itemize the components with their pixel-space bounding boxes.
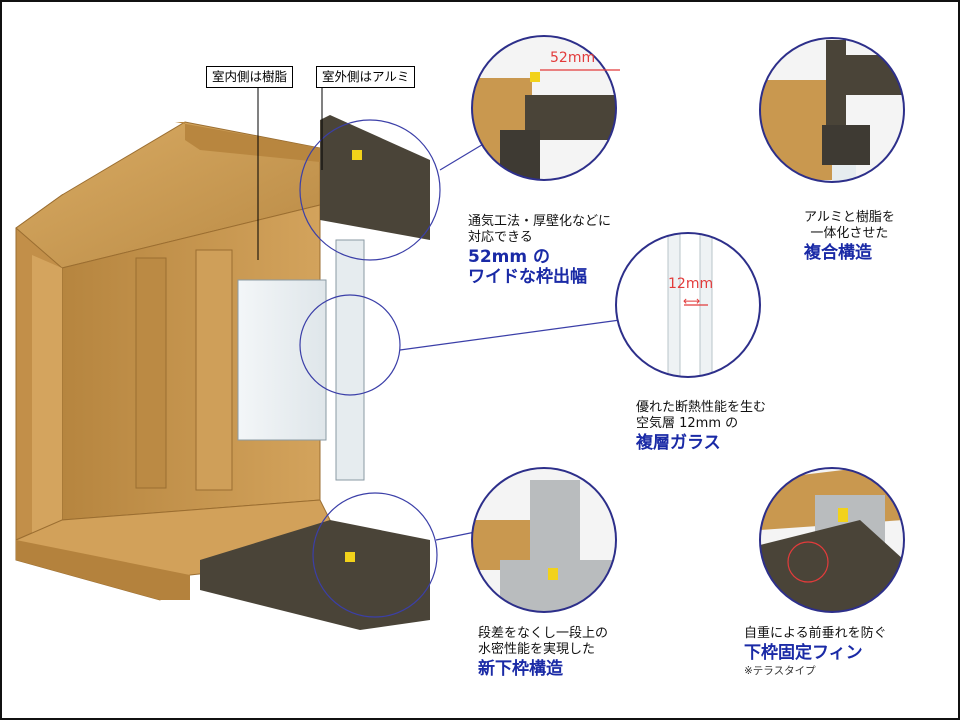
air-layer-arrow-icon: ⟷ <box>683 294 701 308</box>
main-frame <box>15 115 430 630</box>
gasket-bottom <box>345 552 355 562</box>
fin-head: 下枠固定フィン <box>744 643 863 663</box>
inner-left-side <box>32 255 62 535</box>
sill-head: 新下枠構造 <box>478 659 563 679</box>
sill-desc-2: 水密性能を実現した <box>478 642 596 657</box>
aluminum-exterior-bottom <box>200 520 430 630</box>
exterior-aluminum-label: 室外側はアルミ <box>316 66 416 88</box>
top-board-edge <box>175 122 320 162</box>
callout-glass: 優れた断熱性能を生む 空気層 12mm の 複層ガラス <box>636 400 766 454</box>
aluminum-exterior <box>320 115 430 240</box>
sill-front <box>16 540 190 600</box>
sill-desc-1: 段差をなくし一段上の <box>478 626 609 641</box>
frame-width-dimension: 52mm <box>550 50 596 66</box>
detail-fin <box>759 467 905 613</box>
callout-fin: 自重による前垂れを防ぐ 下枠固定フィン ※テラスタイプ <box>744 626 887 678</box>
frame-desc-1: 通気工法・厚壁化などに <box>468 214 612 229</box>
fin-desc-1: 自重による前垂れを防ぐ <box>744 626 887 641</box>
gasket-top <box>352 150 362 160</box>
composite-desc-1: アルミと樹脂を <box>804 210 895 225</box>
highlight-circle-bottom <box>312 492 438 618</box>
label-pointer-lines <box>257 85 323 260</box>
frame-desc-2: 対応できる <box>468 230 533 245</box>
glass-desc-1: 優れた断熱性能を生む <box>636 400 767 415</box>
jamb-post <box>135 257 167 489</box>
detail-frame-width <box>471 35 620 181</box>
callout-sill: 段差をなくし一段上の 水密性能を実現した 新下枠構造 <box>478 626 608 680</box>
detail-composite <box>759 37 905 183</box>
exterior-glass-edge <box>335 239 365 481</box>
highlight-circle-top <box>299 119 441 261</box>
interior-resin-label: 室内側は樹脂 <box>206 66 294 88</box>
fin-note: ※テラスタイプ <box>744 665 816 677</box>
air-layer-dimension: 12mm <box>668 276 714 292</box>
glass-desc-2: 空気層 12mm の <box>636 416 739 431</box>
detail-sill <box>471 467 617 613</box>
glass-pane <box>237 279 327 441</box>
highlight-circle-mid <box>299 294 401 396</box>
frame-head-2: ワイドな枠出幅 <box>468 267 587 287</box>
composite-desc-2: 一体化させた <box>810 226 889 241</box>
callout-frame: 通気工法・厚壁化などに 対応できる 52mm の ワイドな枠出幅 <box>468 214 611 288</box>
callout-composite: アルミと樹脂を 一体化させた 複合構造 <box>804 210 895 264</box>
frame-head-1: 52mm の <box>468 247 551 267</box>
glass-head: 複層ガラス <box>636 433 721 453</box>
detail-glass <box>615 232 761 378</box>
composite-head: 複合構造 <box>804 243 872 263</box>
sash-stile <box>195 249 233 491</box>
